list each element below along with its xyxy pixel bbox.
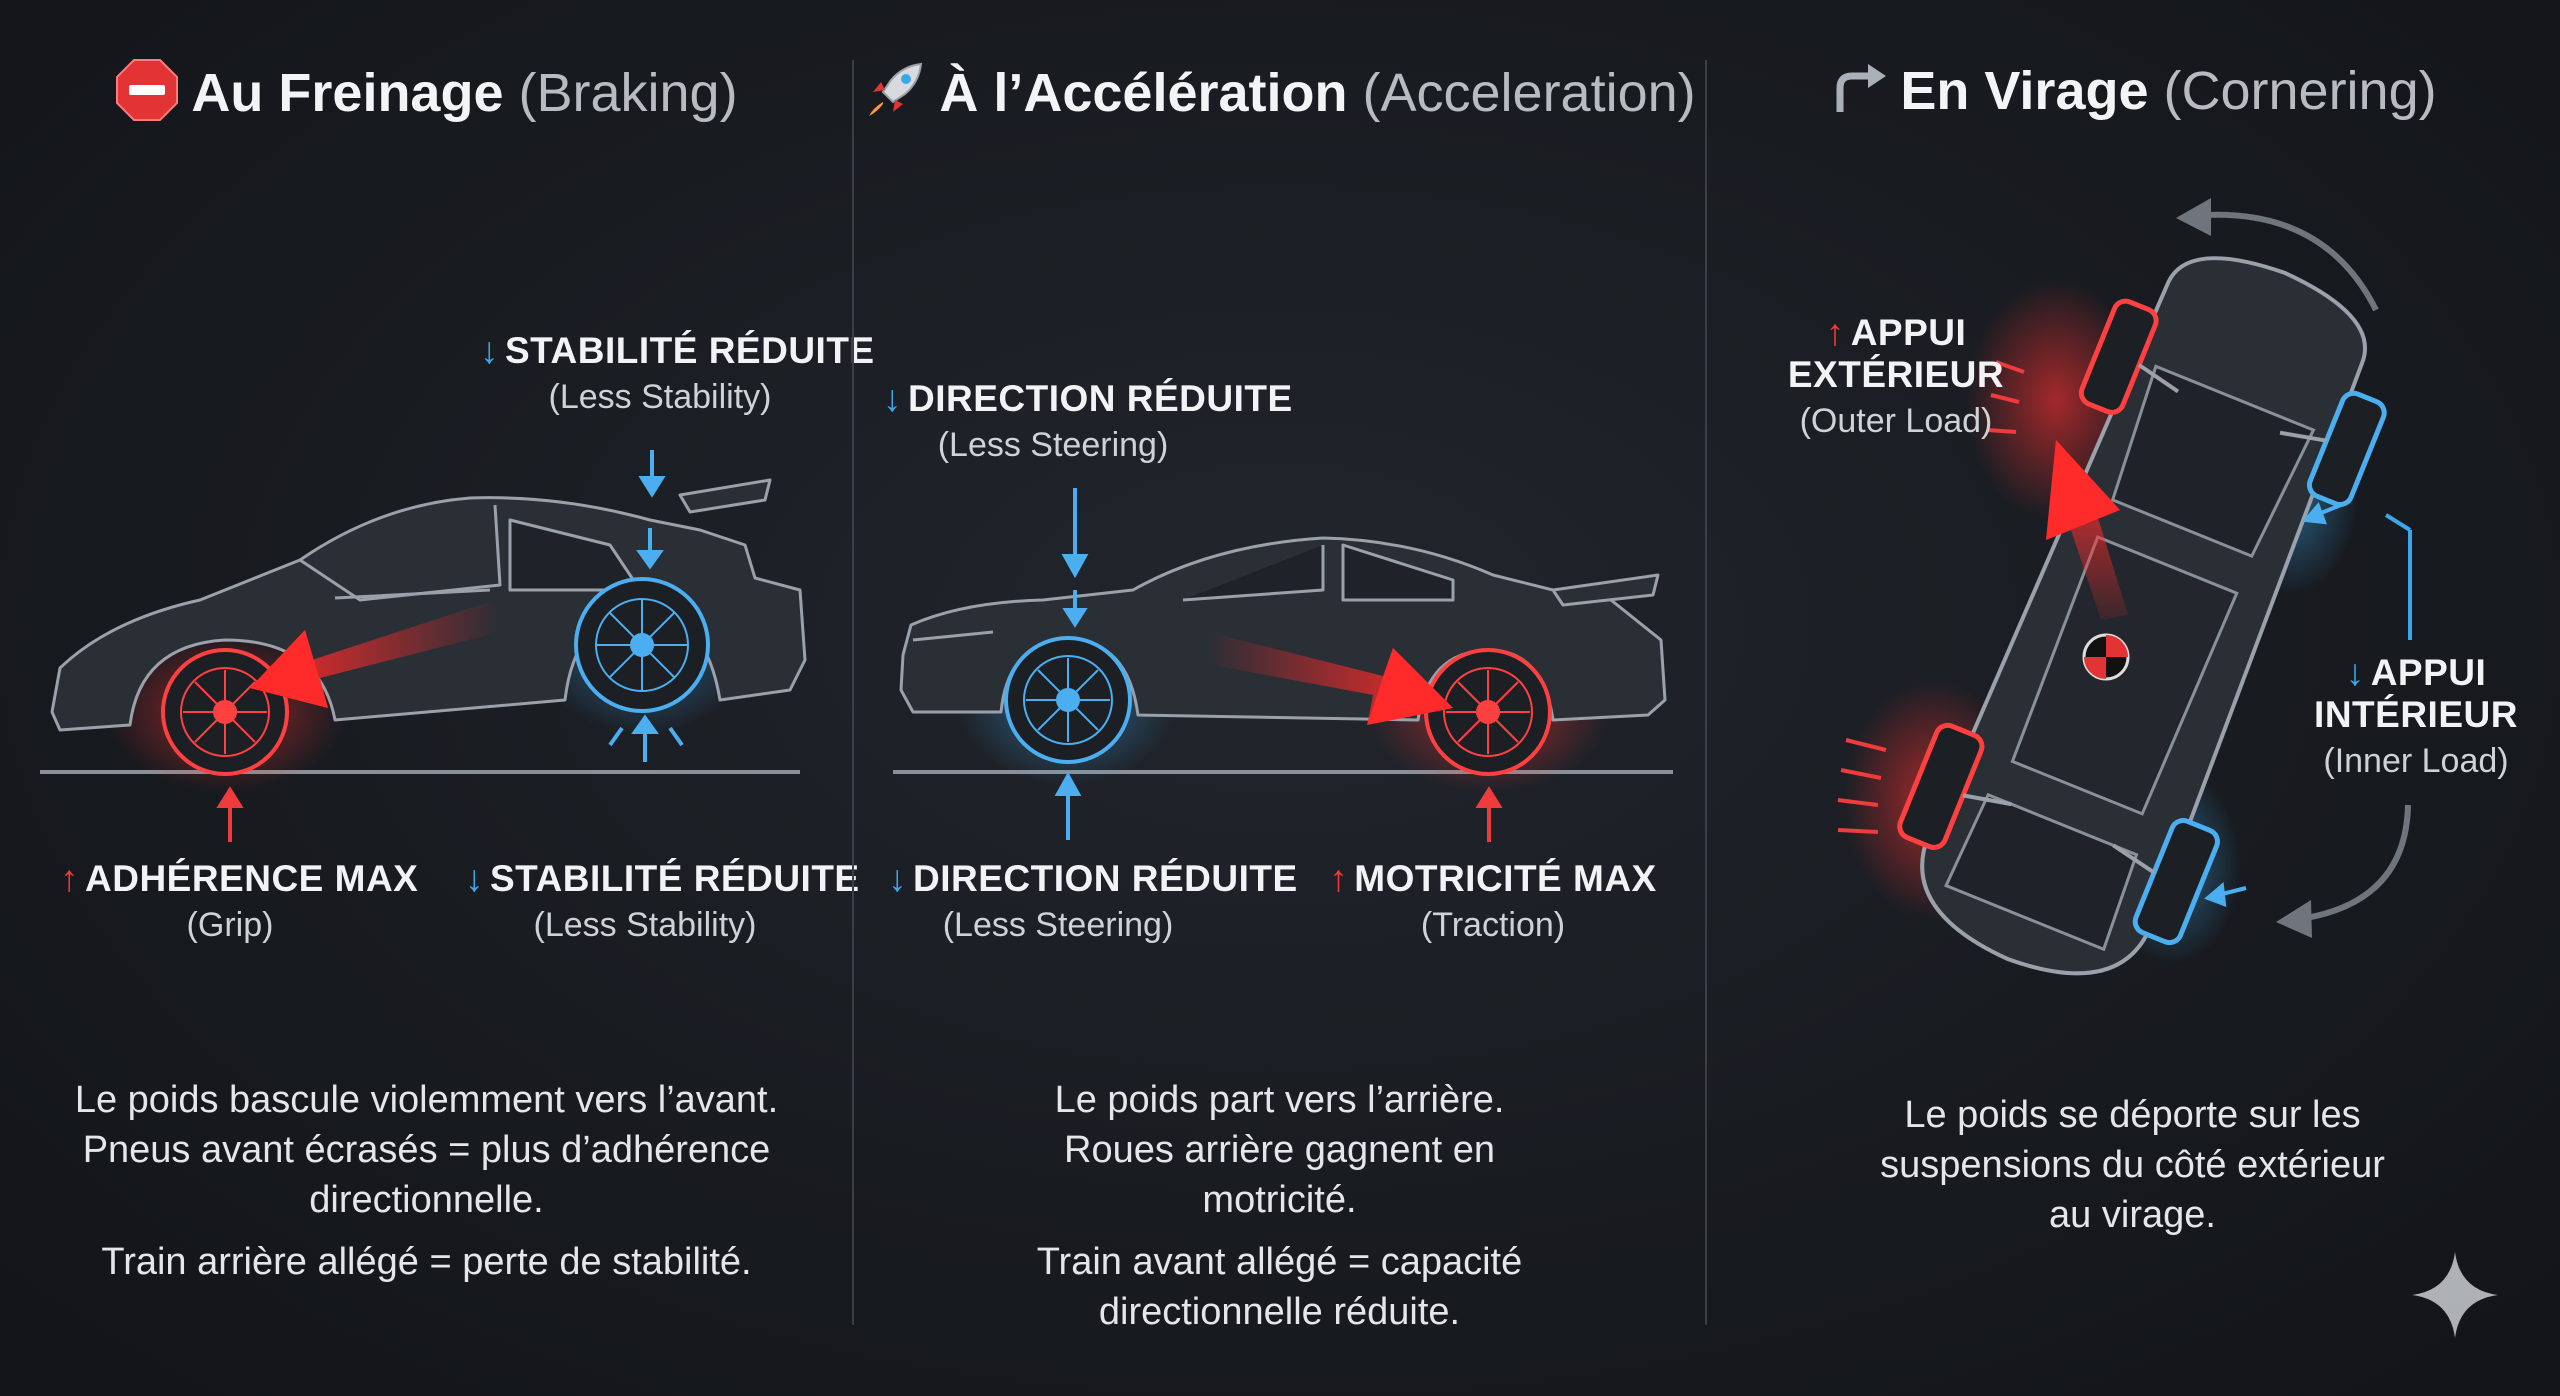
- car-side-silhouette: [50, 478, 807, 732]
- sparkle-star-icon: [2410, 1250, 2500, 1345]
- center-of-gravity-icon: [2082, 633, 2130, 681]
- label-less-steering-top: ↓DIRECTION RÉDUITE (Less Steering): [883, 378, 1293, 464]
- turn-right-arrow-icon: [1828, 58, 1888, 131]
- weight-transfer-arrow-rearward: [1208, 632, 1453, 725]
- panel-cornering: En Virage (Cornering): [1706, 0, 2559, 1396]
- acceleration-car-illustration: [893, 488, 1673, 842]
- panel-description: Le poids se déporte sur les suspensions …: [1880, 1094, 2385, 1236]
- panel-braking: Au Freinage (Braking): [0, 0, 875, 1396]
- weight-transfer-arrow-forward: [250, 600, 500, 708]
- panel-description: Le poids bascule violemment vers l’avant…: [74, 1079, 779, 1283]
- label-max-traction: ↑MOTRICITÉ MAX (Traction): [1329, 858, 1657, 944]
- panel-title: À l’Accélération (Acceleration): [853, 58, 1706, 135]
- label-less-stability-bottom: ↓STABILITÉ RÉDUITE (Less Stability): [465, 858, 860, 944]
- weight-transfer-arrow-outer: [2046, 440, 2128, 620]
- cornering-car-topview-illustration: [1837, 198, 2412, 976]
- load-arrows-blue: [1054, 488, 1089, 840]
- rear-wheel-blue: [574, 577, 710, 713]
- rocket-icon: [863, 58, 927, 135]
- braking-car-illustration: [40, 450, 807, 842]
- outer-load-arrows-red: [1837, 360, 2025, 834]
- traction-arrow-red: [1475, 786, 1503, 842]
- front-wheel-red: [161, 648, 289, 776]
- inner-load-arrows-blue: [2204, 502, 2412, 908]
- label-max-grip: ↑ADHÉRENCE MAX (Grip): [60, 858, 419, 944]
- grip-arrow-red: [216, 786, 244, 842]
- label-inner-load: ↓APPUI INTÉRIEUR (Inner Load): [2314, 652, 2518, 780]
- label-less-steering-bottom: ↓DIRECTION RÉDUITE (Less Steering): [888, 858, 1298, 944]
- stop-sign-icon: [115, 58, 179, 135]
- panel-acceleration: À l’Accélération (Acceleration): [853, 0, 1706, 1396]
- load-arrows-blue: [608, 450, 684, 762]
- label-outer-load: ↑APPUI EXTÉRIEUR (Outer Load): [1787, 312, 2005, 440]
- panel-title: En Virage (Cornering): [1706, 58, 2559, 131]
- label-less-stability-top: ↓STABILITÉ RÉDUITE (Less Stability): [480, 330, 875, 416]
- panel-description: Le poids part vers l’arrière. Roues arri…: [1036, 1079, 1523, 1333]
- panel-divider: [852, 60, 854, 1325]
- front-wheel-blue: [1004, 636, 1132, 764]
- panel-title: Au Freinage (Braking): [0, 58, 853, 135]
- panel-divider: [1705, 60, 1707, 1325]
- rear-wheel-red: [1424, 648, 1552, 776]
- car-top-silhouette: [1897, 256, 2387, 976]
